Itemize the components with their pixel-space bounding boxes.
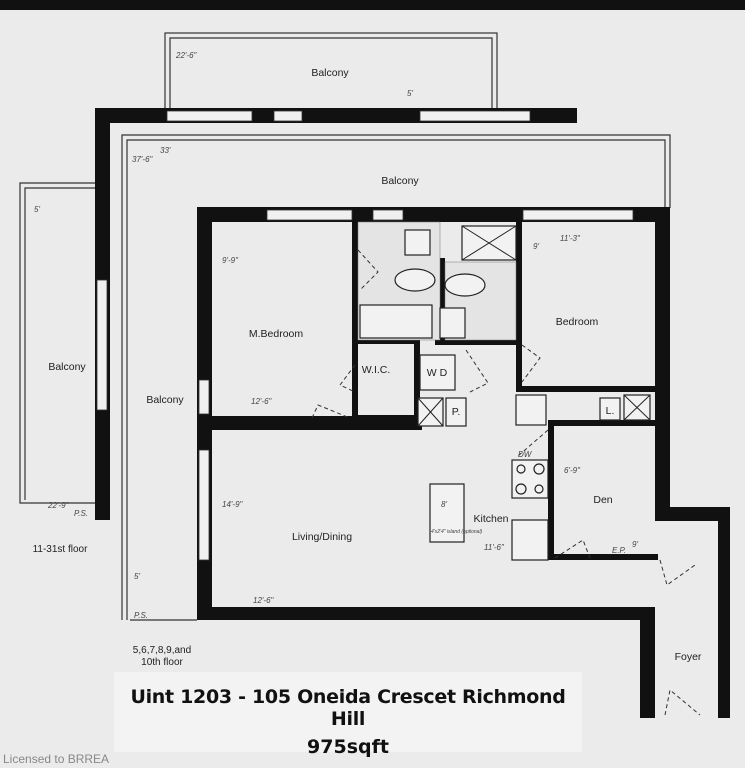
windows <box>96 110 634 561</box>
label-side-balcony: Balcony <box>146 394 184 406</box>
label-ps-left: P.S. <box>74 509 88 518</box>
dim-left-balcony-depth: 5' <box>34 205 40 214</box>
caption-title: Uint 1203 - 105 Oneida Crescet Richmond … <box>130 686 566 730</box>
fridge <box>511 519 549 561</box>
label-left-balcony: Balcony <box>48 361 86 373</box>
dim-mbed-w: 9'-9" <box>222 256 239 265</box>
note-main-floor-2: 10th floor <box>141 657 183 668</box>
sink <box>439 307 466 339</box>
label-pantry: P. <box>452 406 461 418</box>
sink <box>404 229 431 256</box>
label-main-balcony: Balcony <box>381 175 419 187</box>
label-den: Den <box>593 494 612 506</box>
dim-den-w: 6'-9" <box>564 466 581 475</box>
license-watermark: Licensed to BRREA <box>3 752 110 766</box>
linen-box <box>599 397 621 421</box>
note-main-floor-1: 5,6,7,8,9,and <box>133 645 191 656</box>
label-wic: W.I.C. <box>362 364 391 376</box>
label-washer-dryer: W D <box>427 367 448 379</box>
washer-dryer <box>419 354 456 391</box>
kitchen-sink <box>515 394 547 426</box>
label-ep: E.P. <box>612 546 626 555</box>
dim-living-w: 14'-9" <box>222 500 244 509</box>
dim-kitchen-l: 11'-6" <box>484 543 505 552</box>
label-foyer: Foyer <box>675 651 702 663</box>
dim-living-l: 12'-6" <box>253 596 275 605</box>
toilet <box>394 268 436 292</box>
label-master-bedroom: M.Bedroom <box>249 328 304 340</box>
label-dw: DW <box>518 450 533 459</box>
label-ps-main: P.S. <box>134 611 148 620</box>
label-top-balcony: Balcony <box>311 67 349 79</box>
caption-box: Uint 1203 - 105 Oneida Crescet Richmond … <box>114 672 582 758</box>
dim-top-balcony-depth: 5' <box>407 89 413 98</box>
dim-den-l: 9' <box>632 540 638 549</box>
fixture-crosses <box>417 225 651 427</box>
label-kitchen: Kitchen <box>473 513 508 525</box>
note-left-floor: 11-31st floor <box>33 544 89 555</box>
top-border <box>0 0 745 10</box>
dim-bed-l: 9' <box>533 242 539 251</box>
dim-left-balcony-len: 22'-9" <box>47 501 70 510</box>
label-linen: L. <box>606 405 615 417</box>
left-balcony <box>19 182 95 504</box>
main-balcony <box>121 134 671 621</box>
dim-mbed-l: 12'-6" <box>251 397 273 406</box>
label-island-note: 4'x2'4" island (optional) <box>431 529 483 535</box>
pantry-box <box>445 397 467 427</box>
bathtub <box>359 304 433 339</box>
dim-island: 8' <box>441 500 447 509</box>
label-bedroom: Bedroom <box>556 316 599 328</box>
toilet <box>444 273 486 297</box>
dim-top-balcony-len: 22'-6" <box>175 51 198 60</box>
caption-area: 975sqft <box>307 736 389 758</box>
kitchen-island <box>429 483 465 543</box>
dim-bed-w: 11'-3" <box>560 234 581 243</box>
door-swings <box>311 249 701 716</box>
dim-main-balcony-side: 37'-6" <box>132 155 154 164</box>
dim-side-balcony-depth: 5' <box>134 572 140 581</box>
dim-main-balcony-len: 33' <box>160 146 171 155</box>
label-living-dining: Living/Dining <box>292 531 352 543</box>
